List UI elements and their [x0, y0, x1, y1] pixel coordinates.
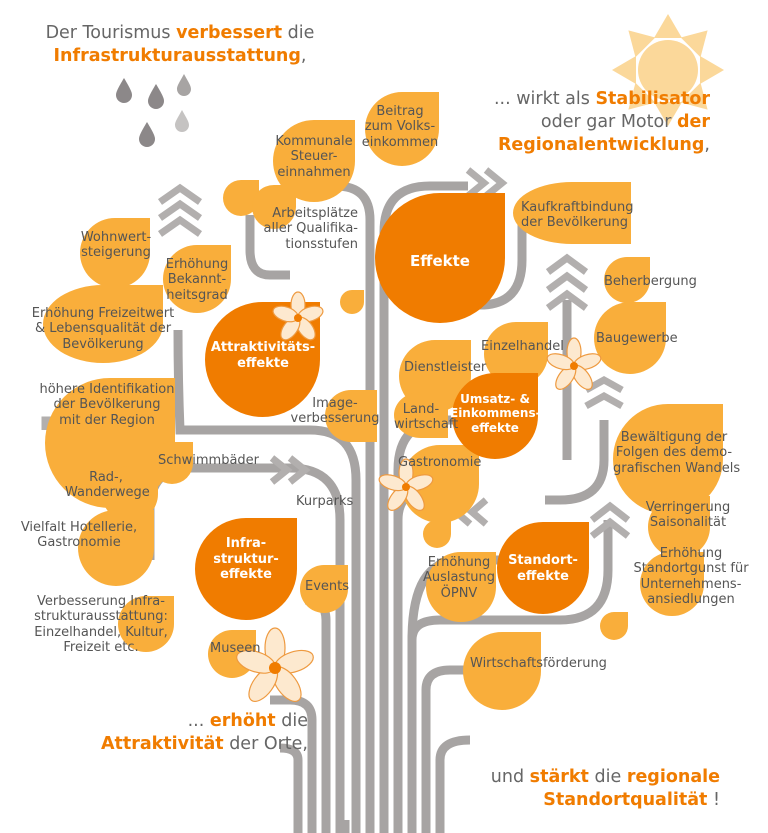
label-schwimmbaeder: Schwimmbäder — [158, 453, 260, 468]
label-kurparks: Kurparks — [296, 494, 354, 509]
label-hotellerie: Vielfalt Hotellerie,Gastronomie — [20, 520, 138, 551]
label-events: Events — [305, 579, 350, 594]
sun-icon — [612, 14, 724, 126]
label-dienstleister: Dienstleister — [404, 360, 487, 375]
headline-bottom-left: ... erhöht die Attraktivität der Orte, — [100, 711, 308, 755]
standort-effects-label: Standort-effekte — [508, 553, 578, 584]
umsatz-effects-label: Umsatz- &Einkommens-effekte — [450, 392, 541, 435]
label-wohnwert: Wohnwert-steigerung — [80, 230, 152, 261]
label-landwirtschaft: Land-wirtschaft — [394, 402, 459, 433]
raindrops-icon — [116, 74, 191, 147]
label-einzelhandel: Einzelhandel — [481, 339, 564, 354]
label-radwanderwege: Rad-,Wanderwege — [65, 470, 150, 501]
infrastruktur-effects-label: Infra-struktur-effekte — [213, 536, 279, 583]
effects-main-label: Effekte — [410, 252, 470, 270]
headline-bottom-right: und stärkt die regionale Standortqualitä… — [490, 767, 720, 811]
label-image: Image-verbesserung — [290, 396, 380, 427]
headline-top-left: Der Tourismus verbessert die Infrastrukt… — [45, 23, 315, 67]
label-baugewerbe: Baugewerbe — [596, 331, 678, 346]
label-museen: Museen — [210, 641, 261, 656]
label-gastronomie: Gastronomie — [398, 455, 482, 470]
attraktivitaet-effects-label: Attraktivitäts-effekte — [210, 340, 316, 371]
flower-icons — [236, 291, 602, 702]
headline-top-right: ... wirkt als Stabilisator oder gar Moto… — [493, 89, 710, 156]
label-verbesserung: Verbesserung Infra-strukturausstattung:E… — [34, 594, 168, 655]
label-beherbergung: Beherbergung — [604, 274, 697, 289]
label-freizeitwert: Erhöhung Freizeitwert& Lebensqualität de… — [31, 306, 175, 352]
label-wirtschaftsfoerderung: Wirtschaftsförderung — [470, 656, 607, 671]
